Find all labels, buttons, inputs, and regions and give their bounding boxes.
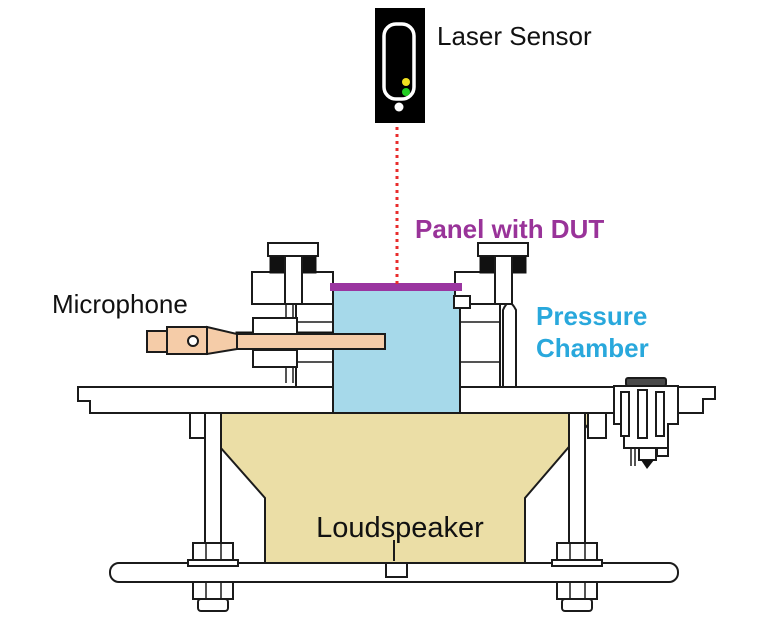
microphone-probe-rod [236,333,386,350]
valve-tab [656,447,669,457]
pressure-chamber-label-line2: Chamber [536,333,649,363]
right-rod [568,412,586,546]
left-cap-nut [197,598,229,612]
right-bracket [587,412,607,439]
left-rod [204,412,222,546]
left-clamp-pad [301,256,317,274]
base-plate-center-tab [385,562,408,578]
laser-led-green [402,88,410,96]
right-clamp-pad [511,256,527,274]
right-clamp-stem [494,255,513,305]
microphone-body [166,326,208,355]
valve-fin [620,391,630,437]
valve-stem [638,447,657,461]
valve-tip [641,460,654,469]
right-wall-inner-step [453,295,471,309]
right-wall-column [459,303,501,388]
right-cap-nut [561,598,593,612]
loudspeaker-label: Loudspeaker [316,512,484,544]
bleed-valve [613,377,679,469]
left-chamber-wall [235,242,334,388]
left-clamp-pad [269,256,285,274]
microphone [146,325,386,356]
valve-fin [637,389,648,439]
microphone-label: Microphone [52,289,188,319]
microphone-taper [206,325,238,356]
left-support-bolt [187,412,239,612]
left-clamp-bar [267,242,319,257]
left-lower-nut [192,581,234,600]
valve-cap [625,377,667,387]
laser-emitter-dot [394,102,404,112]
panel-with-dut-line [330,283,462,291]
panel-with-dut-label: Panel with DUT [415,214,604,244]
microphone-connector [146,330,168,353]
left-washer [187,559,239,567]
laser-sensor [375,8,425,123]
right-clamp-bar [477,242,529,257]
microphone-vent-hole [187,335,199,347]
right-chamber-wall [453,242,529,388]
vent-tube [502,302,517,388]
pressure-chamber-label-line1: Pressure [536,301,647,331]
right-support-bolt [551,412,607,612]
right-clamp-pad [479,256,495,274]
laser-led-yellow [402,78,410,86]
mic-flange-bottom [252,349,298,368]
laser-sensor-window [382,22,416,101]
right-lower-nut [556,581,598,600]
valve-fin [655,391,665,437]
pressure-chamber-cavity [332,287,461,414]
right-washer [551,559,603,567]
laser-sensor-label: Laser Sensor [437,21,592,51]
left-clamp-stem [284,255,303,305]
